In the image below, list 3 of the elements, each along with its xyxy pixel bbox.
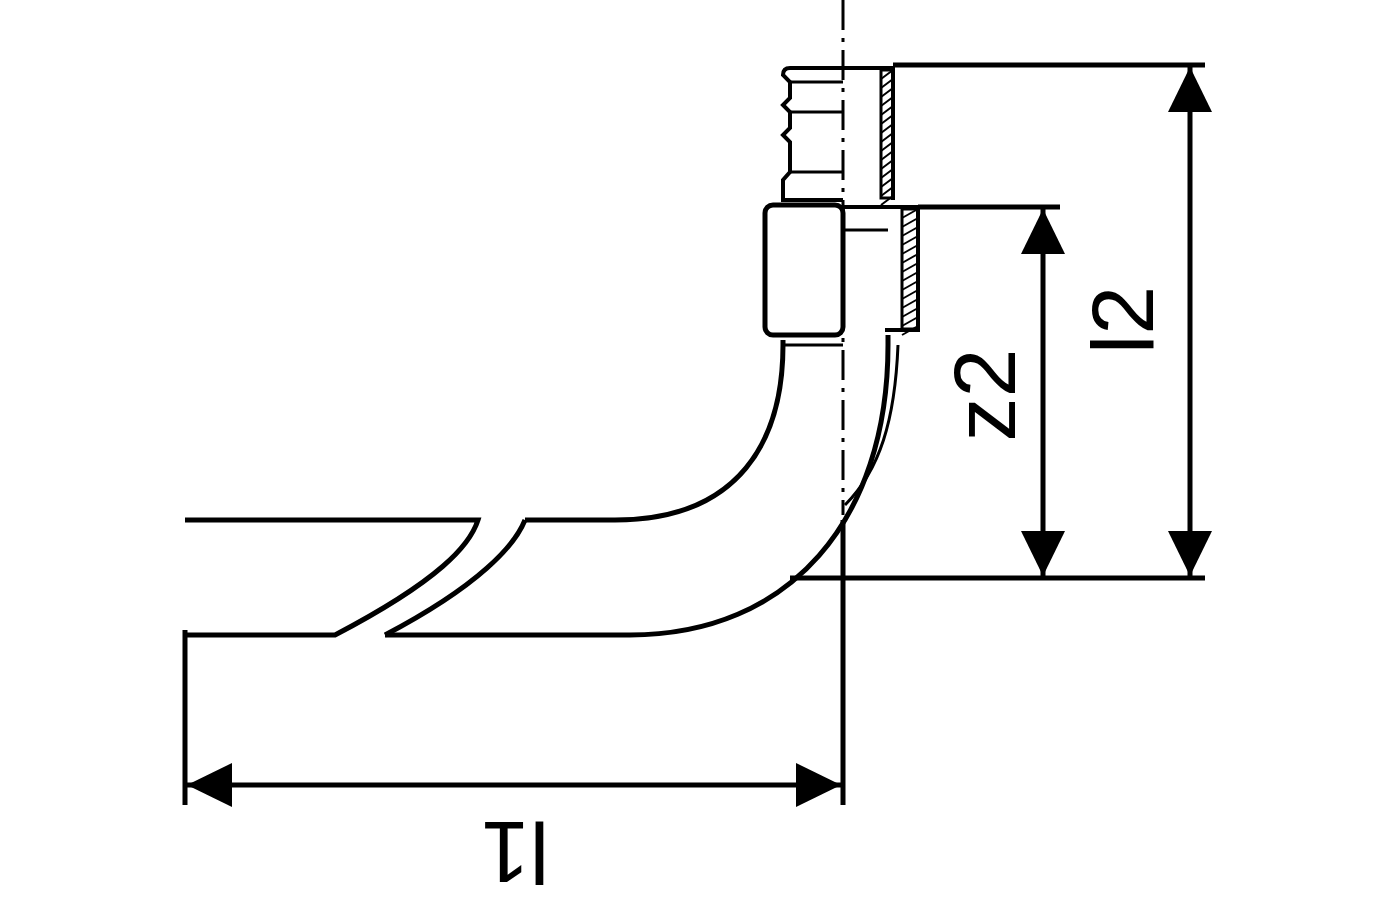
dimension-label: l2 (1079, 285, 1167, 355)
dimension-label: l1 (480, 808, 550, 896)
dimension-label: z2 (941, 348, 1029, 442)
